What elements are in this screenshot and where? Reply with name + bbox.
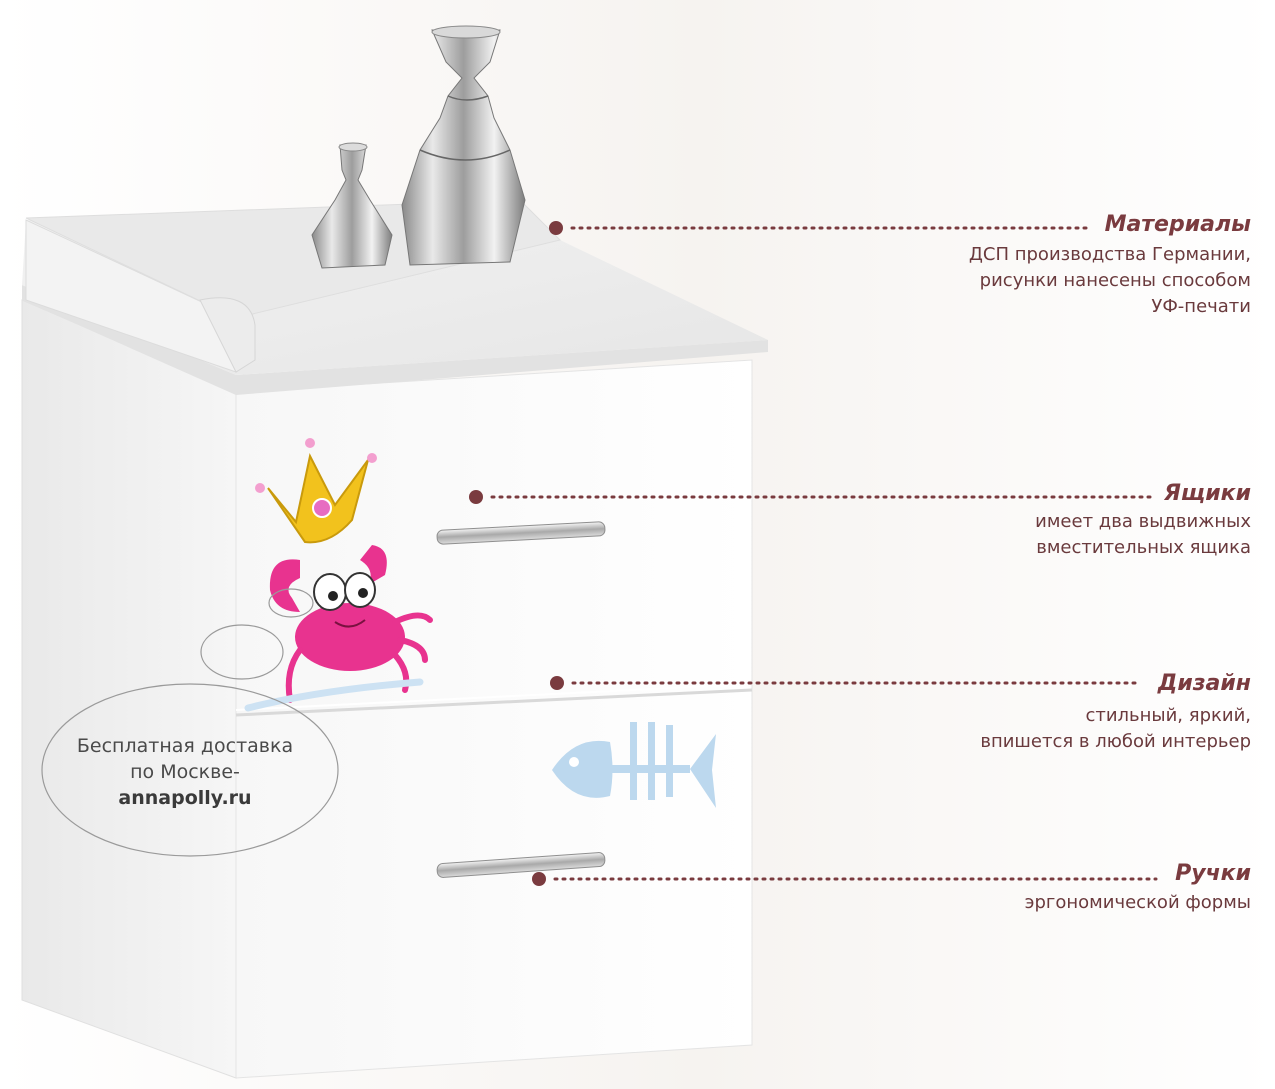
- delivery-site-link[interactable]: annapolly.ru: [118, 787, 252, 809]
- fish-skeleton-print: [552, 722, 716, 808]
- changing-rim-corner: [199, 297, 256, 373]
- marker-materials: [549, 221, 563, 235]
- marker-handles: [532, 872, 546, 886]
- marker-design: [550, 676, 564, 690]
- drawer-handle-bottom: [436, 852, 606, 878]
- annotation-text-materials: ДСП производства Германии, рисунки нанес…: [968, 244, 1251, 317]
- delivery-bubble: [41, 588, 339, 857]
- chest-of-drawers: [21, 199, 768, 1079]
- crab-body: [295, 603, 405, 671]
- annotation-text-drawers: имеет два выдвижных вместительных ящика: [1035, 511, 1251, 558]
- cabinet-front: [235, 359, 753, 1079]
- delivery-line-2: по Москве-: [130, 761, 240, 783]
- crab-claw-right: [360, 545, 387, 585]
- delivery-line-1: Бесплатная доставка: [76, 735, 294, 757]
- crab-crown-print: [244, 438, 433, 712]
- drawer-divider: [235, 688, 753, 717]
- marker-drawers: [469, 490, 483, 504]
- tall-vase: [401, 25, 526, 266]
- delivery-note: Бесплатная доставка по Москве- annapolly…: [40, 733, 330, 811]
- annotation-text-handles: эргономической формы: [1024, 892, 1251, 913]
- annotation-title-materials: Материалы: [1104, 212, 1251, 237]
- top-slab-edge: [22, 285, 768, 395]
- drawer-handle-top: [436, 521, 606, 545]
- annotation-leaders: [469, 221, 1158, 886]
- annotation-text-design: стильный, яркий, впишется в любой интерь…: [980, 705, 1251, 752]
- annotation-title-handles: Ручки: [1175, 861, 1251, 886]
- cabinet-side: [21, 299, 237, 1079]
- crab-claw-left: [269, 559, 300, 612]
- annotation-title-drawers: Ящики: [1163, 481, 1251, 506]
- small-vase: [311, 142, 393, 269]
- annotation-title-design: Дизайн: [1157, 671, 1251, 696]
